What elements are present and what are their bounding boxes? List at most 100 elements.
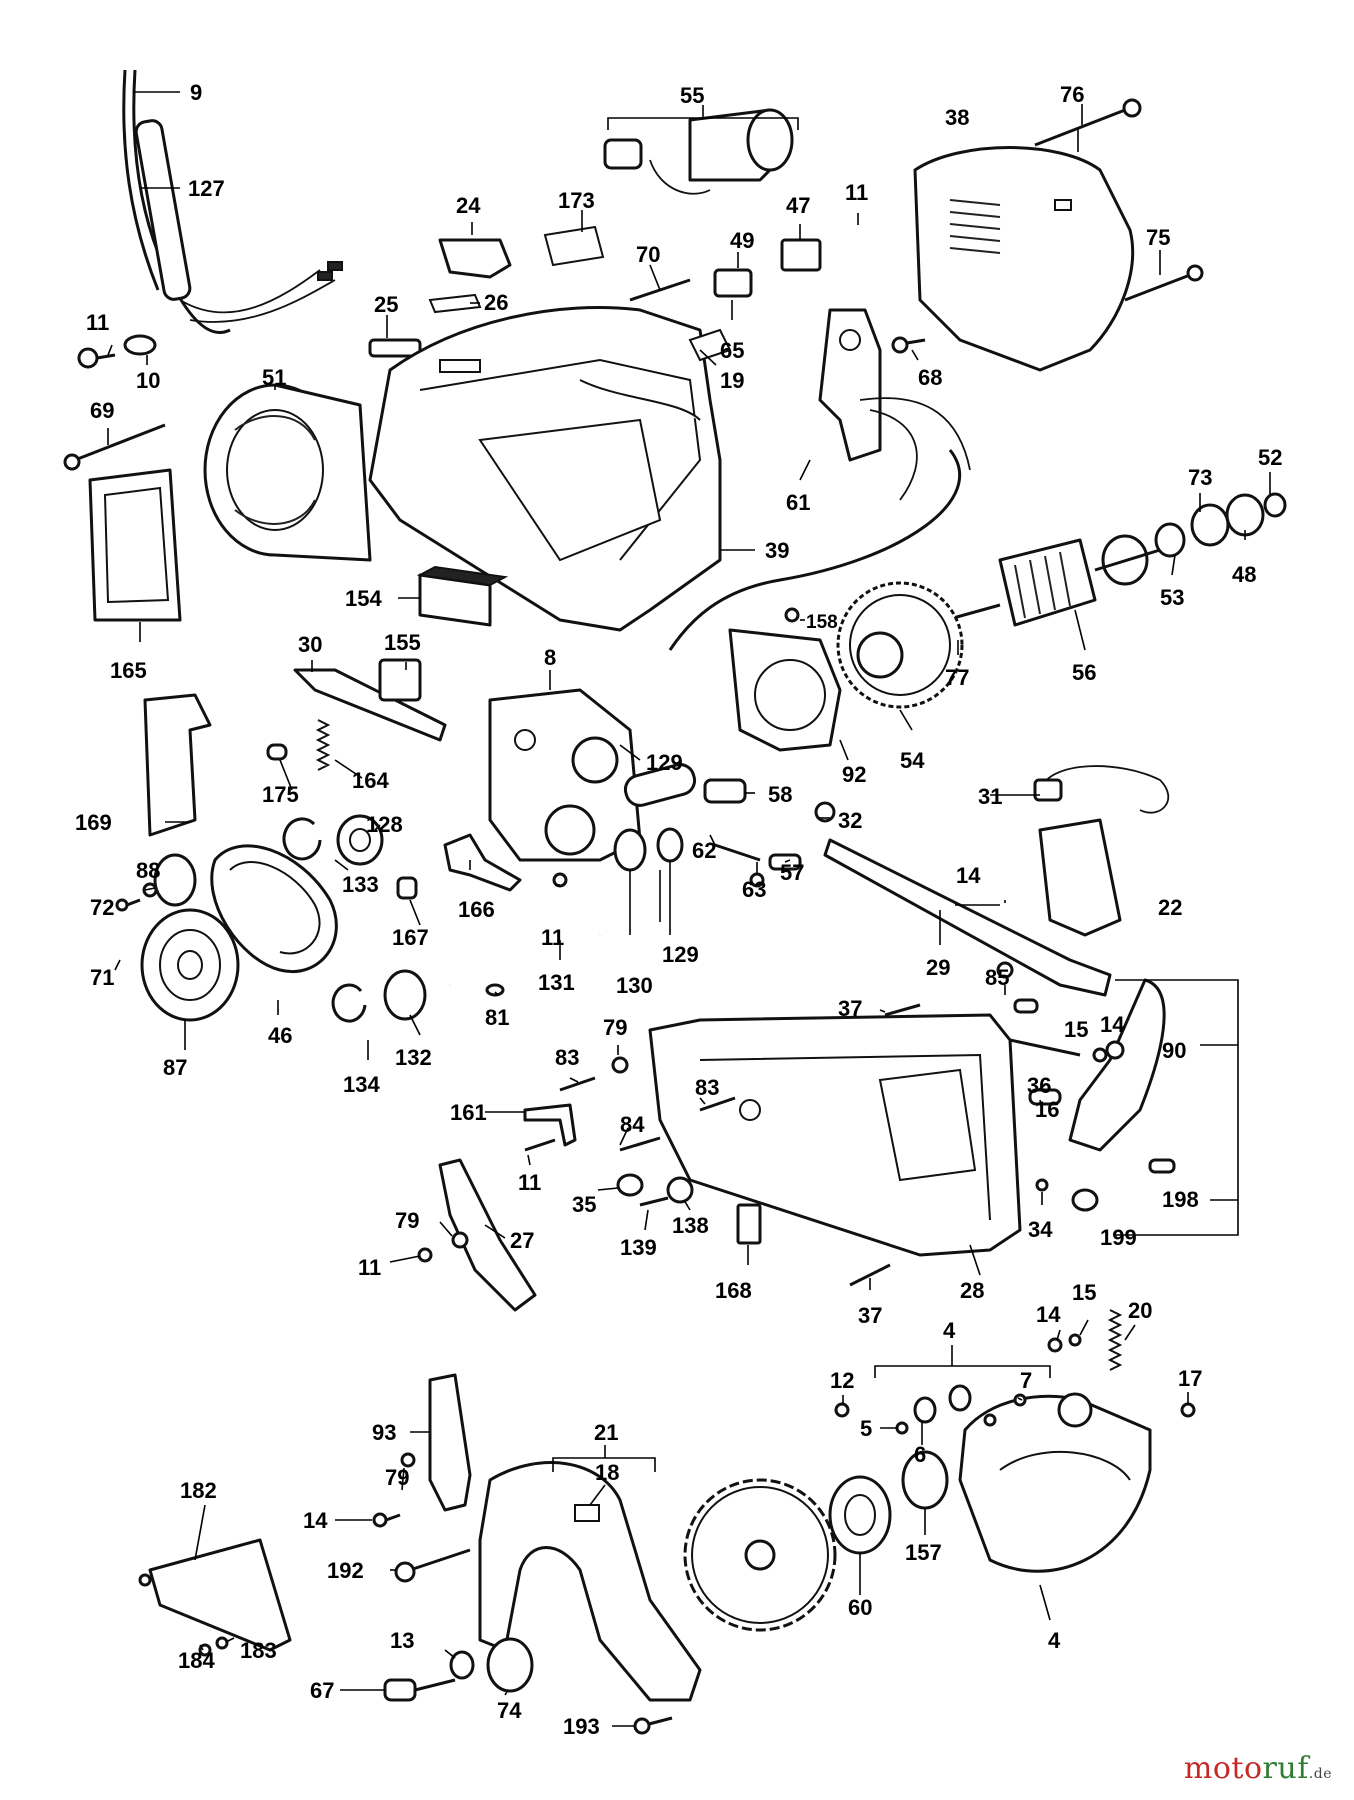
flange-60-part: [828, 1450, 949, 1555]
pad-154-part: [416, 565, 509, 627]
part-label-15: 15: [1072, 1280, 1096, 1305]
part-label-61: 61: [786, 490, 810, 515]
guard-plate-21-part: [478, 1461, 702, 1702]
part-label-62: 62: [692, 838, 716, 863]
part-label-138: 138: [672, 1213, 709, 1238]
part-label-76: 76: [1060, 82, 1084, 107]
baffle-165-part: [88, 468, 182, 622]
part-label-129: 129: [662, 942, 699, 967]
screws-upper-left-part: [77, 334, 422, 369]
part-label-192: 192: [327, 1558, 364, 1583]
part-label-167: 167: [392, 925, 429, 950]
part-label-54: 54: [900, 748, 925, 773]
part-label-71: 71: [90, 965, 114, 990]
part-label-72: 72: [90, 895, 114, 920]
part-label-36: 36: [1027, 1073, 1051, 1098]
part-label-93: 93: [372, 1420, 396, 1445]
belt-46-part: [210, 844, 338, 973]
part-label-184: 184: [178, 1648, 215, 1673]
part-label-134: 134: [343, 1072, 380, 1097]
part-label-158: 158: [806, 612, 838, 633]
part-label-183: 183: [240, 1638, 277, 1663]
part-label-24: 24: [456, 193, 481, 218]
part-label-169: 169: [75, 810, 112, 835]
part-label-85: 85: [985, 965, 1009, 990]
part-label-47: 47: [786, 193, 810, 218]
base-housing-28-part: [648, 1013, 1022, 1257]
part-label-63: 63: [742, 877, 766, 902]
part-label-25: 25: [374, 292, 398, 317]
part-label-14: 14: [1100, 1012, 1125, 1037]
part-label-199: 199: [1100, 1225, 1137, 1250]
part-label-22: 22: [1158, 895, 1182, 920]
part-label-34: 34: [1028, 1217, 1053, 1242]
fasteners-right-part: [849, 998, 1176, 1287]
part-label-11: 11: [541, 925, 564, 950]
lever-30-part: [266, 658, 447, 771]
part-label-133: 133: [342, 872, 379, 897]
part-label-32: 32: [838, 808, 862, 833]
part-label-77: 77: [945, 665, 969, 690]
part-label-14: 14: [956, 863, 981, 888]
part-label-69: 69: [90, 398, 114, 423]
part-label-58: 58: [768, 782, 792, 807]
part-label-161: 161: [450, 1100, 487, 1125]
bearing-128-part: [282, 814, 384, 866]
part-label-198: 198: [1162, 1187, 1199, 1212]
part-label-88: 88: [136, 858, 160, 883]
part-label-29: 29: [926, 955, 950, 980]
part-label-70: 70: [636, 242, 660, 267]
screw-68-part: [891, 336, 926, 354]
part-label-73: 73: [1188, 465, 1212, 490]
knob-93-part: [400, 1373, 472, 1512]
part-label-193: 193: [563, 1714, 600, 1739]
part-label-21: 21: [594, 1420, 618, 1445]
part-label-127: 127: [188, 176, 225, 201]
part-label-173: 173: [558, 188, 595, 213]
pulley-87-part: [140, 908, 240, 1022]
power-cord-part: [122, 69, 343, 334]
part-label-60: 60: [848, 1595, 872, 1620]
part-label-83: 83: [695, 1075, 719, 1100]
watermark-tld: .de: [1308, 1766, 1332, 1782]
part-label-132: 132: [395, 1045, 432, 1070]
part-label-27: 27: [510, 1228, 534, 1253]
part-label-13: 13: [390, 1628, 414, 1653]
part-label-46: 46: [268, 1023, 292, 1048]
screw-158-part: [784, 607, 800, 623]
part-label-35: 35: [572, 1192, 596, 1217]
leader-lines: [107, 91, 1271, 1727]
part-label-11: 11: [845, 180, 868, 205]
link-rod-29-part: [823, 838, 1112, 997]
part-label-49: 49: [730, 228, 754, 253]
part-label-55: 55: [680, 83, 704, 108]
gear-54-part: [836, 581, 964, 709]
part-label-53: 53: [1160, 585, 1184, 610]
part-label-6: 6: [914, 1442, 926, 1467]
part-label-48: 48: [1232, 562, 1256, 587]
part-label-10: 10: [136, 368, 160, 393]
part-label-28: 28: [960, 1278, 984, 1303]
part-label-11: 11: [358, 1255, 381, 1280]
part-label-83: 83: [555, 1045, 579, 1070]
part-label-168: 168: [715, 1278, 752, 1303]
screw-69-part: [63, 423, 166, 471]
part-label-4: 4: [1048, 1628, 1061, 1653]
switch-assembly-part: [603, 108, 794, 195]
switch-22-part: [996, 765, 1170, 979]
part-label-56: 56: [1072, 660, 1096, 685]
part-label-79: 79: [603, 1015, 627, 1040]
part-label-87: 87: [163, 1055, 187, 1080]
lever-90-part: [1068, 978, 1166, 1152]
part-label-4: 4: [943, 1318, 956, 1343]
part-label-57: 57: [780, 860, 804, 885]
part-label-164: 164: [352, 768, 389, 793]
shaft-131-part: [331, 827, 684, 1023]
part-label-182: 182: [180, 1478, 217, 1503]
panel-182-part: [138, 1538, 292, 1657]
part-label-14: 14: [303, 1508, 328, 1533]
part-label-12: 12: [830, 1368, 854, 1393]
part-label-30: 30: [298, 632, 322, 657]
long-screws-part: [1034, 98, 1204, 302]
